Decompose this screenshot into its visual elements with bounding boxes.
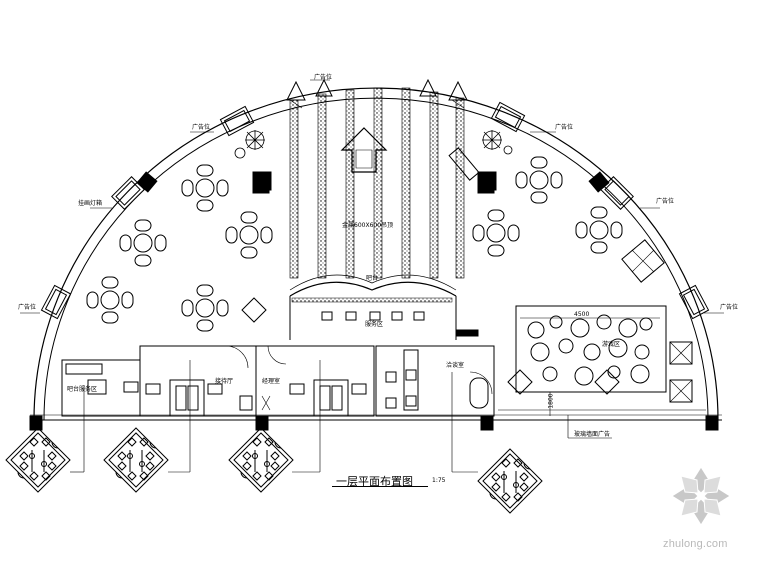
label-dim-1800: 1800 bbox=[547, 393, 555, 409]
zhulong-logo-icon bbox=[671, 466, 731, 526]
label-ad-left-lower: 广告位 bbox=[18, 304, 37, 311]
label-dim-4500: 4500 bbox=[574, 311, 590, 318]
label-ad-left-upper: 广告位 bbox=[192, 124, 211, 131]
label-ad-right-mid: 广告位 bbox=[656, 198, 675, 205]
label-reception: 接待厅 bbox=[215, 378, 234, 385]
label-manager: 经理室 bbox=[262, 378, 281, 385]
label-office-left: 吧台服务区 bbox=[67, 386, 98, 393]
label-ceiling-note: 金属600X600吊顶 bbox=[342, 222, 394, 229]
label-ad-top: 广告位 bbox=[314, 74, 333, 81]
title-underline bbox=[332, 486, 428, 487]
label-service-area: 服务区 bbox=[365, 321, 384, 328]
label-meeting: 洽谈室 bbox=[446, 362, 465, 369]
label-kids-area: 游戏区 bbox=[602, 341, 621, 348]
label-ad-right-lower: 广告位 bbox=[720, 304, 739, 311]
label-ad-right-upper: 广告位 bbox=[555, 124, 574, 131]
label-bar-counter: 吧台 bbox=[366, 275, 379, 282]
label-light-box: 挂画灯箱 bbox=[78, 200, 103, 207]
drawing-title: 一层平面布置图 bbox=[336, 475, 413, 488]
watermark-text: zhulong.com bbox=[663, 538, 728, 550]
drawing-scale: 1:75 bbox=[432, 477, 446, 484]
label-glass-ad: 玻璃墙面广告 bbox=[574, 431, 611, 438]
